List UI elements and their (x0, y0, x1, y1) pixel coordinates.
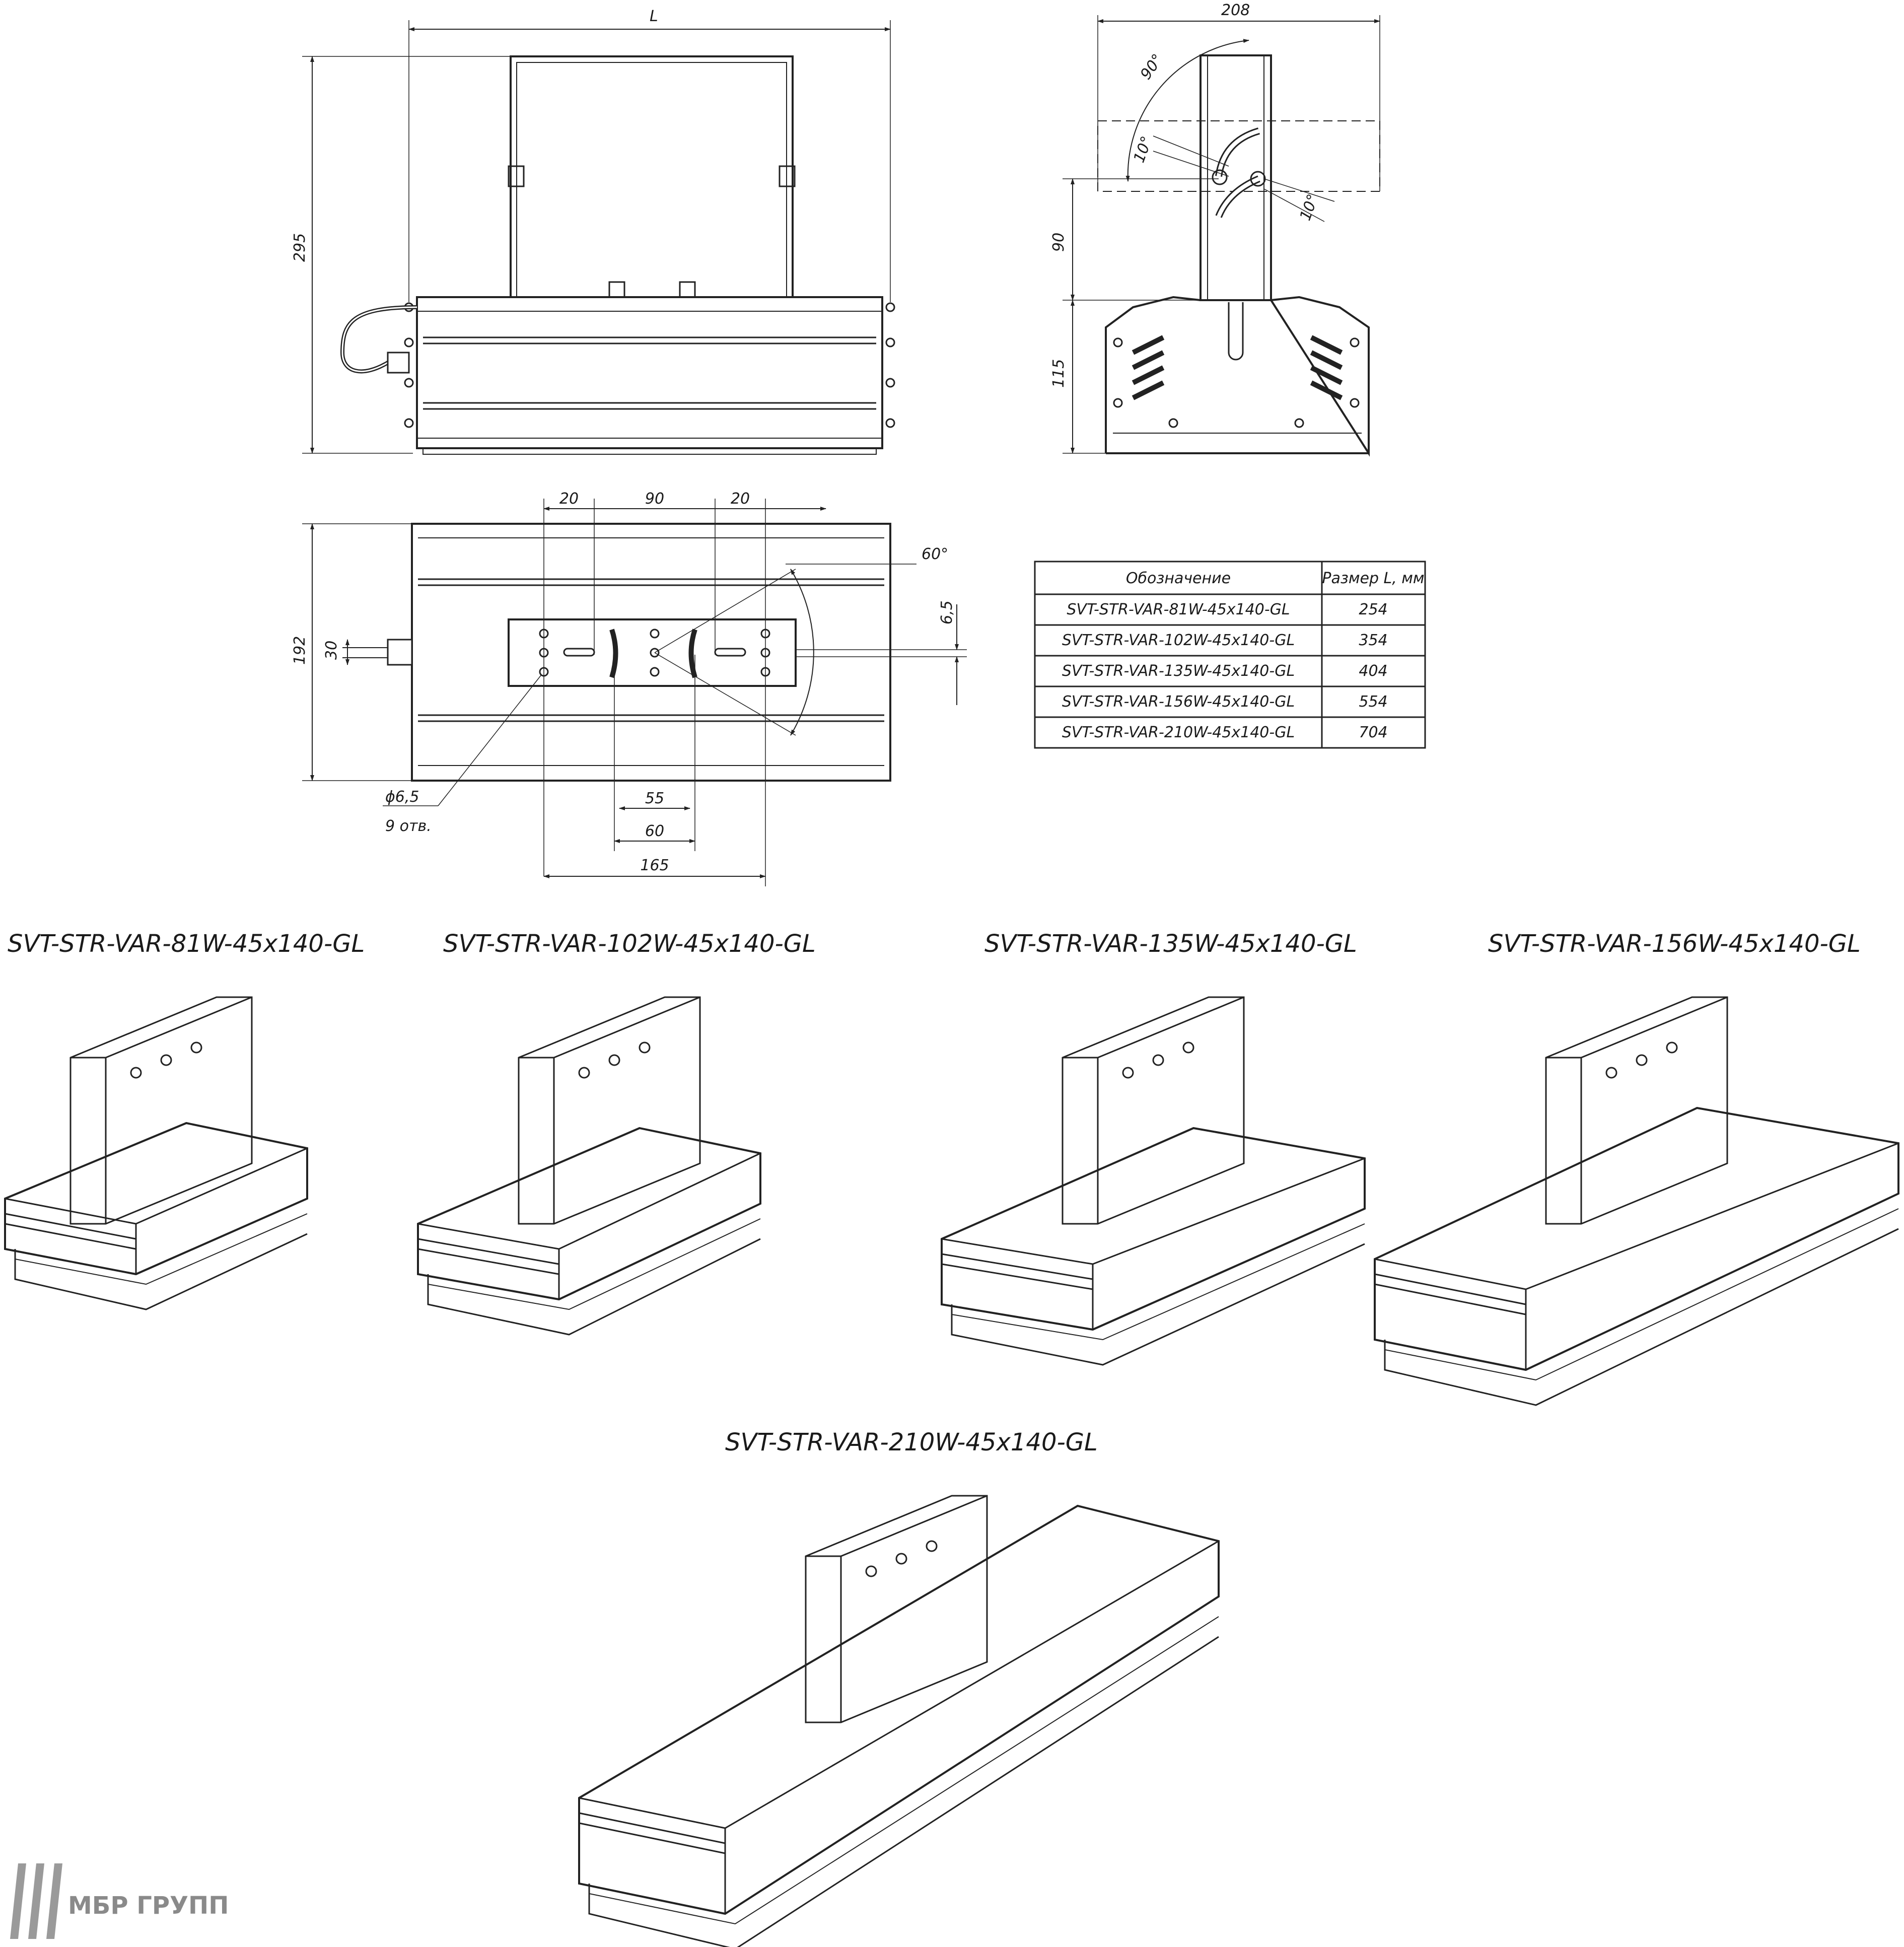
plan-view (302, 499, 967, 886)
label-dim-165: 165 (640, 857, 669, 874)
side-bracket (1200, 54, 1272, 301)
luminaire-housing (416, 296, 883, 449)
table-cell-model: SVT-STR-VAR-102W-45x140-GL (1062, 632, 1295, 649)
label-dim-6-5: 6,5 (938, 600, 956, 624)
company-logo-text: МБР ГРУПП (68, 1892, 229, 1920)
variant-illustration (578, 1495, 1220, 1947)
table-header-size: Размер L, мм (1322, 570, 1424, 587)
label-dim-bracket: 90 (1050, 233, 1068, 252)
label-dim-192: 192 (291, 636, 309, 665)
label-hole-diameter: ϕ6,5 (385, 788, 419, 806)
end-cap-profile (1105, 296, 1370, 457)
table-header-model: Обозначение (1126, 570, 1231, 587)
variant-title: SVT-STR-VAR-135W-45x140-GL (984, 930, 1357, 958)
table-cell-size: 404 (1359, 662, 1387, 680)
variant-title: SVT-STR-VAR-81W-45x140-GL (8, 930, 365, 958)
label-dim-body: 115 (1050, 359, 1068, 388)
side-view (1063, 15, 1380, 457)
variant-illustration (1374, 996, 1899, 1406)
label-angle-60: 60° (922, 545, 948, 563)
table-cell-size: 254 (1359, 601, 1387, 618)
label-dim-20-right: 20 (731, 490, 750, 508)
variant-title: SVT-STR-VAR-210W-45x140-GL (725, 1428, 1098, 1456)
label-dim-width: 208 (1221, 2, 1250, 19)
variant-title: SVT-STR-VAR-102W-45x140-GL (443, 930, 816, 958)
table-cell-model: SVT-STR-VAR-210W-45x140-GL (1062, 724, 1295, 741)
label-dim-20-left: 20 (559, 490, 579, 508)
mounting-bracket (510, 55, 794, 298)
variant-illustration (941, 996, 1366, 1366)
variant-illustration (4, 996, 308, 1310)
label-angle-10-top: 10° (1131, 134, 1156, 165)
label-dim-55: 55 (645, 790, 664, 807)
label-dim-90: 90 (645, 490, 664, 508)
table-cell-model: SVT-STR-VAR-81W-45x140-GL (1067, 601, 1290, 618)
table-cell-size: 554 (1359, 693, 1387, 711)
front-view (302, 20, 895, 455)
label-hole-count: 9 отв. (385, 817, 432, 835)
label-dim-60: 60 (645, 822, 664, 840)
variant-title: SVT-STR-VAR-156W-45x140-GL (1488, 930, 1861, 958)
company-logo-icon (10, 1863, 62, 1939)
mounting-plate (508, 618, 797, 687)
table-cell-model: SVT-STR-VAR-135W-45x140-GL (1062, 662, 1295, 680)
label-angle-90: 90° (1137, 51, 1167, 83)
table-cell-size: 354 (1359, 632, 1387, 649)
table-cell-size: 704 (1359, 724, 1387, 741)
table-cell-model: SVT-STR-VAR-156W-45x140-GL (1062, 693, 1295, 711)
label-dim-length: L (650, 8, 658, 25)
size-table (1034, 561, 1426, 749)
variant-illustration (417, 996, 761, 1336)
label-dim-30: 30 (323, 641, 340, 660)
label-dim-height: 295 (291, 233, 309, 262)
